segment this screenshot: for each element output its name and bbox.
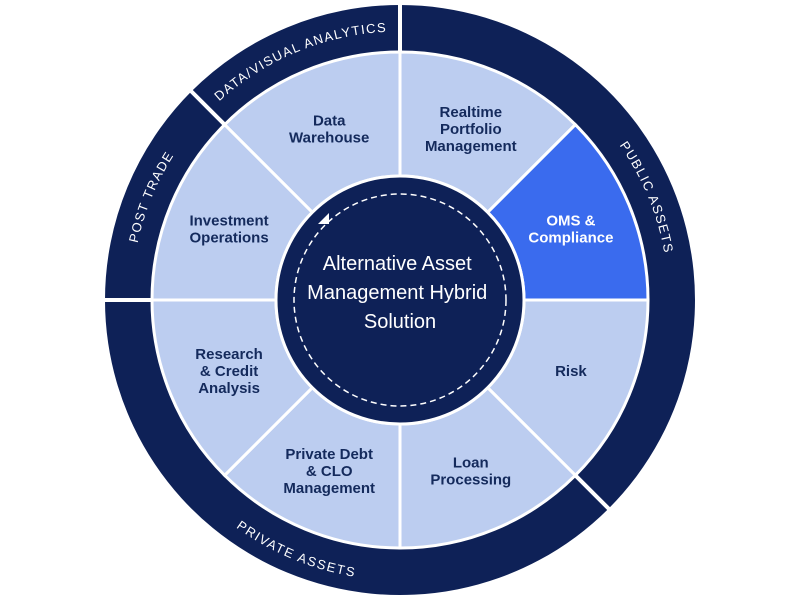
ring-divider — [188, 88, 228, 128]
segment-label-line: OMS & — [546, 213, 595, 230]
segment-label-line: Compliance — [528, 230, 613, 247]
ring-band-private-assets — [105, 300, 609, 595]
center-hub: Alternative Asset Management Hybrid Solu… — [274, 174, 526, 426]
segment-label-oms-compliance: OMS &Compliance — [528, 213, 613, 247]
segment-label-line: Management — [425, 138, 517, 155]
segment-label-line: Private Debt — [285, 446, 373, 463]
segment-label-line: Risk — [555, 363, 587, 380]
segment-label-line: Realtime — [440, 104, 503, 121]
segment-label-line: Loan — [453, 454, 489, 471]
segment-label-line: Processing — [430, 471, 511, 488]
segment-label-line: Portfolio — [440, 121, 502, 138]
ring-band-data-visual-analytics — [191, 5, 400, 125]
ring-divider — [572, 472, 612, 512]
center-title-line: Solution — [364, 311, 436, 333]
segment-label-line: Investment — [189, 213, 268, 230]
segment-label-line: & CLO — [306, 463, 353, 480]
segment-label-line: & Credit — [200, 363, 258, 380]
center-title-line: Alternative Asset — [323, 253, 472, 275]
center-circle — [274, 174, 526, 426]
segment-label-line: Warehouse — [289, 130, 369, 147]
segment-label-risk: Risk — [555, 363, 587, 380]
segment-label-line: Operations — [189, 230, 268, 247]
ring-band-post-trade — [105, 91, 225, 300]
arrow-head-icon — [318, 213, 329, 224]
segment-label-line: Data — [313, 113, 346, 130]
center-title: Alternative Asset Management Hybrid Solu… — [307, 253, 493, 333]
center-title-line: Management Hybrid — [307, 282, 487, 304]
ring-band-public-assets — [400, 5, 695, 509]
segment-label-line: Analysis — [198, 380, 260, 397]
segment-label-line: Management — [283, 480, 375, 497]
cycle-arrow-icon — [293, 193, 507, 407]
segment-label-line: Research — [195, 346, 263, 363]
